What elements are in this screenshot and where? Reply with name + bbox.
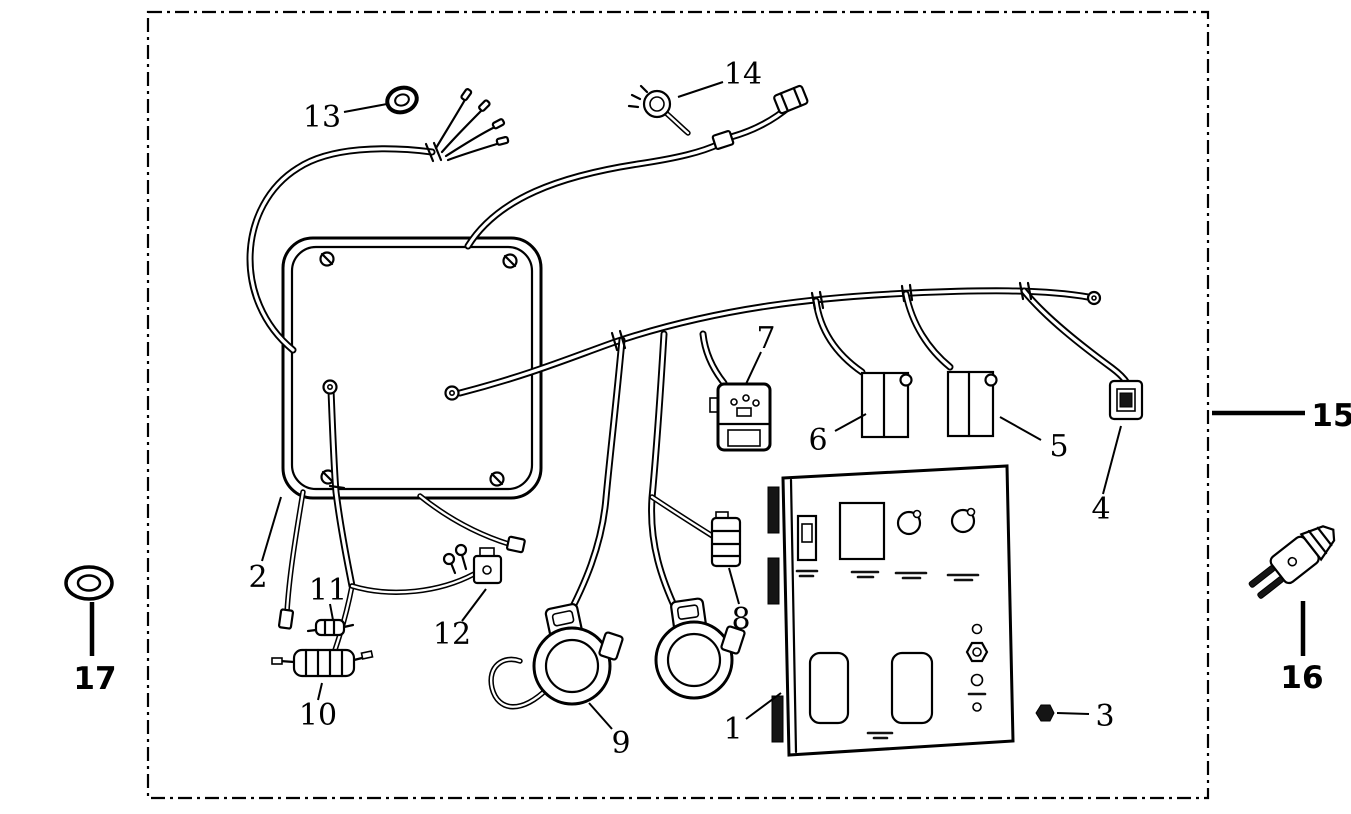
panel-text-marks — [795, 569, 987, 740]
part-label-8: 8 — [731, 602, 751, 637]
part-label-16: 16 — [1280, 660, 1324, 696]
part-label-15: 15 — [1311, 398, 1351, 434]
branch-wires-terminals — [434, 88, 510, 162]
part-5-relay — [946, 370, 998, 438]
part-label-4: 4 — [1091, 492, 1111, 527]
part-9-ignition-locks — [532, 597, 746, 706]
part-7-switch — [709, 382, 772, 452]
part-14-connector — [627, 84, 809, 133]
part-label-9: 9 — [611, 726, 631, 761]
part-8-connector — [710, 511, 742, 568]
callout-leader-lines — [89, 81, 1306, 730]
part-label-11: 11 — [308, 573, 348, 608]
part-label-10: 10 — [298, 698, 338, 733]
part-1-control-panel — [767, 464, 1015, 757]
part-4-connector — [1108, 379, 1144, 421]
cover-screws — [319, 251, 518, 487]
part-label-12: 12 — [432, 617, 472, 652]
harness-wrap-ticks — [328, 141, 1033, 490]
part-13-grommet — [385, 85, 419, 115]
part-label-14: 14 — [723, 57, 763, 92]
part-label-7: 7 — [756, 321, 776, 356]
part-label-3: 3 — [1095, 699, 1115, 734]
part-17-washer — [64, 565, 114, 601]
part-12-switch — [472, 547, 503, 585]
harness-junction-connector — [711, 129, 735, 151]
part-label-17: 17 — [73, 661, 117, 697]
part-label-6: 6 — [808, 423, 828, 458]
part-label-2: 2 — [248, 560, 268, 595]
part-label-13: 13 — [302, 100, 342, 135]
part-label-5: 5 — [1049, 429, 1069, 464]
ring-terminals — [277, 290, 1102, 630]
part-10-connector-strip — [271, 648, 374, 678]
wiring-harness — [250, 88, 1127, 706]
part-3-bolt — [1035, 704, 1055, 722]
diagram-border — [146, 10, 1210, 800]
part-6-relay — [860, 371, 913, 439]
part-11-fuse — [306, 618, 355, 637]
part-label-1: 1 — [723, 712, 743, 747]
part-16-plug — [1248, 525, 1336, 599]
part-2-control-box-cover — [281, 236, 543, 500]
